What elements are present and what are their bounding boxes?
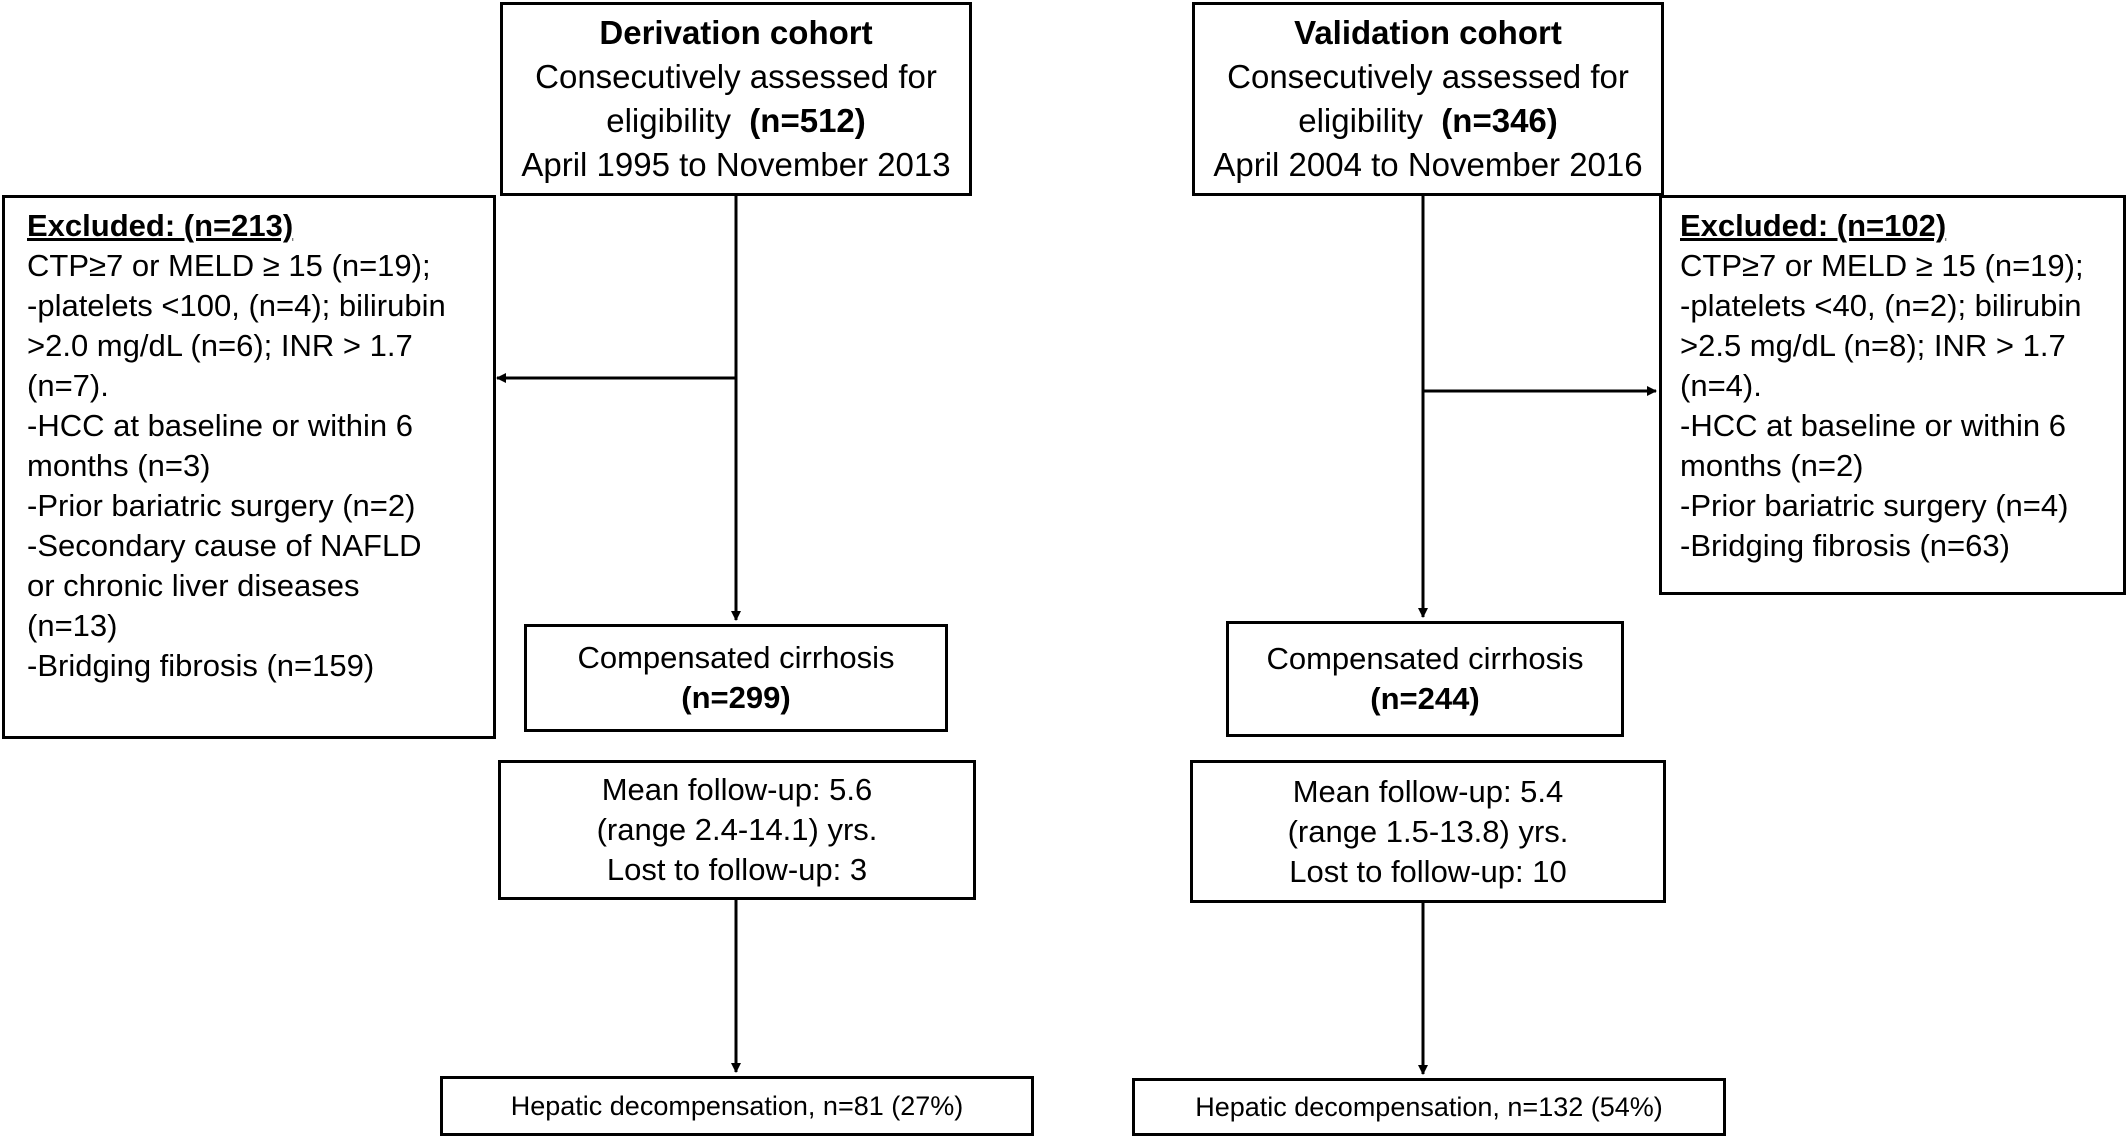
validation-title: Validation cohort xyxy=(1294,14,1562,51)
derivation-cirrhosis-count: (n=299) xyxy=(681,680,791,715)
validation-excluded-heading: Excluded: (n=102) xyxy=(1680,208,1947,243)
derivation-title: Derivation cohort xyxy=(599,14,873,51)
validation-cirrhosis-count: (n=244) xyxy=(1370,681,1480,716)
validation-excluded-line: months (n=2) xyxy=(1680,448,1864,483)
validation-followup-line: Mean follow-up: 5.4 xyxy=(1292,773,1564,809)
derivation-excluded-heading: Excluded: (n=213) xyxy=(27,208,294,243)
derivation-cirrhosis-label: Compensated cirrhosis xyxy=(577,640,895,675)
derivation-excluded-box: Excluded: (n=213) CTP≥7 or MELD ≥ 15 (n=… xyxy=(2,195,496,739)
validation-excluded-line: -HCC at baseline or within 6 xyxy=(1680,408,2066,443)
validation-followup-box: Mean follow-up: 5.4 (range 1.5-13.8) yrs… xyxy=(1190,760,1666,903)
derivation-assessed-line1: Consecutively assessed for xyxy=(535,58,937,95)
derivation-excluded-line: months (n=3) xyxy=(27,448,211,483)
validation-assessed-box: Validation cohort Consecutively assessed… xyxy=(1192,2,1664,196)
validation-assessed-line2: eligibility (n=346) xyxy=(1298,102,1558,139)
derivation-excluded-line: -Secondary cause of NAFLD xyxy=(27,528,422,563)
validation-excluded-line: >2.5 mg/dL (n=8); INR > 1.7 xyxy=(1680,328,2066,363)
derivation-period: April 1995 to November 2013 xyxy=(521,146,951,183)
validation-outcome: Hepatic decompensation, n=132 (54%) xyxy=(1195,1092,1663,1122)
derivation-assessed-count: (n=512) xyxy=(749,102,866,139)
validation-followup-line: Lost to follow-up: 10 xyxy=(1289,853,1567,889)
derivation-outcome-box: Hepatic decompensation, n=81 (27%) xyxy=(440,1076,1034,1136)
derivation-excluded-line: >2.0 mg/dL (n=6); INR > 1.7 xyxy=(27,328,413,363)
derivation-excluded-line: (n=7). xyxy=(27,368,109,403)
derivation-followup-line: Mean follow-up: 5.6 xyxy=(601,772,873,807)
validation-cirrhosis-label: Compensated cirrhosis xyxy=(1266,641,1584,676)
derivation-followup-box: Mean follow-up: 5.6 (range 2.4-14.1) yrs… xyxy=(498,760,976,900)
derivation-cirrhosis-box: Compensated cirrhosis (n=299) xyxy=(524,624,948,732)
validation-assessed-line1: Consecutively assessed for xyxy=(1227,58,1629,95)
validation-assessed-count: (n=346) xyxy=(1441,102,1558,139)
validation-outcome-box: Hepatic decompensation, n=132 (54%) xyxy=(1132,1078,1726,1136)
derivation-excluded-line: (n=13) xyxy=(27,608,118,643)
validation-followup-line: (range 1.5-13.8) yrs. xyxy=(1287,813,1569,849)
derivation-excluded-line: -HCC at baseline or within 6 xyxy=(27,408,413,443)
validation-excluded-line: (n=4). xyxy=(1680,368,1762,403)
validation-excluded-line: -Prior bariatric surgery (n=4) xyxy=(1680,488,2069,523)
derivation-excluded-line: -Prior bariatric surgery (n=2) xyxy=(27,488,416,523)
derivation-excluded-line: -Bridging fibrosis (n=159) xyxy=(27,648,375,683)
derivation-assessed-line2: eligibility (n=512) xyxy=(606,102,866,139)
derivation-excluded-line: -platelets <100, (n=4); bilirubin xyxy=(27,288,446,323)
derivation-followup-line: Lost to follow-up: 3 xyxy=(606,852,868,887)
derivation-outcome: Hepatic decompensation, n=81 (27%) xyxy=(510,1091,964,1121)
derivation-followup-line: (range 2.4-14.1) yrs. xyxy=(596,812,878,847)
validation-period: April 2004 to November 2016 xyxy=(1213,146,1643,183)
validation-cirrhosis-box: Compensated cirrhosis (n=244) xyxy=(1226,621,1624,737)
validation-excluded-box: Excluded: (n=102) CTP≥7 or MELD ≥ 15 (n=… xyxy=(1659,195,2126,595)
validation-excluded-line: -platelets <40, (n=2); bilirubin xyxy=(1680,288,2082,323)
derivation-excluded-line: or chronic liver diseases xyxy=(27,568,360,603)
validation-excluded-line: -Bridging fibrosis (n=63) xyxy=(1680,528,2010,563)
validation-excluded-line: CTP≥7 or MELD ≥ 15 (n=19); xyxy=(1680,248,2084,283)
derivation-excluded-line: CTP≥7 or MELD ≥ 15 (n=19); xyxy=(27,248,431,283)
derivation-assessed-box: Derivation cohort Consecutively assessed… xyxy=(500,2,972,196)
